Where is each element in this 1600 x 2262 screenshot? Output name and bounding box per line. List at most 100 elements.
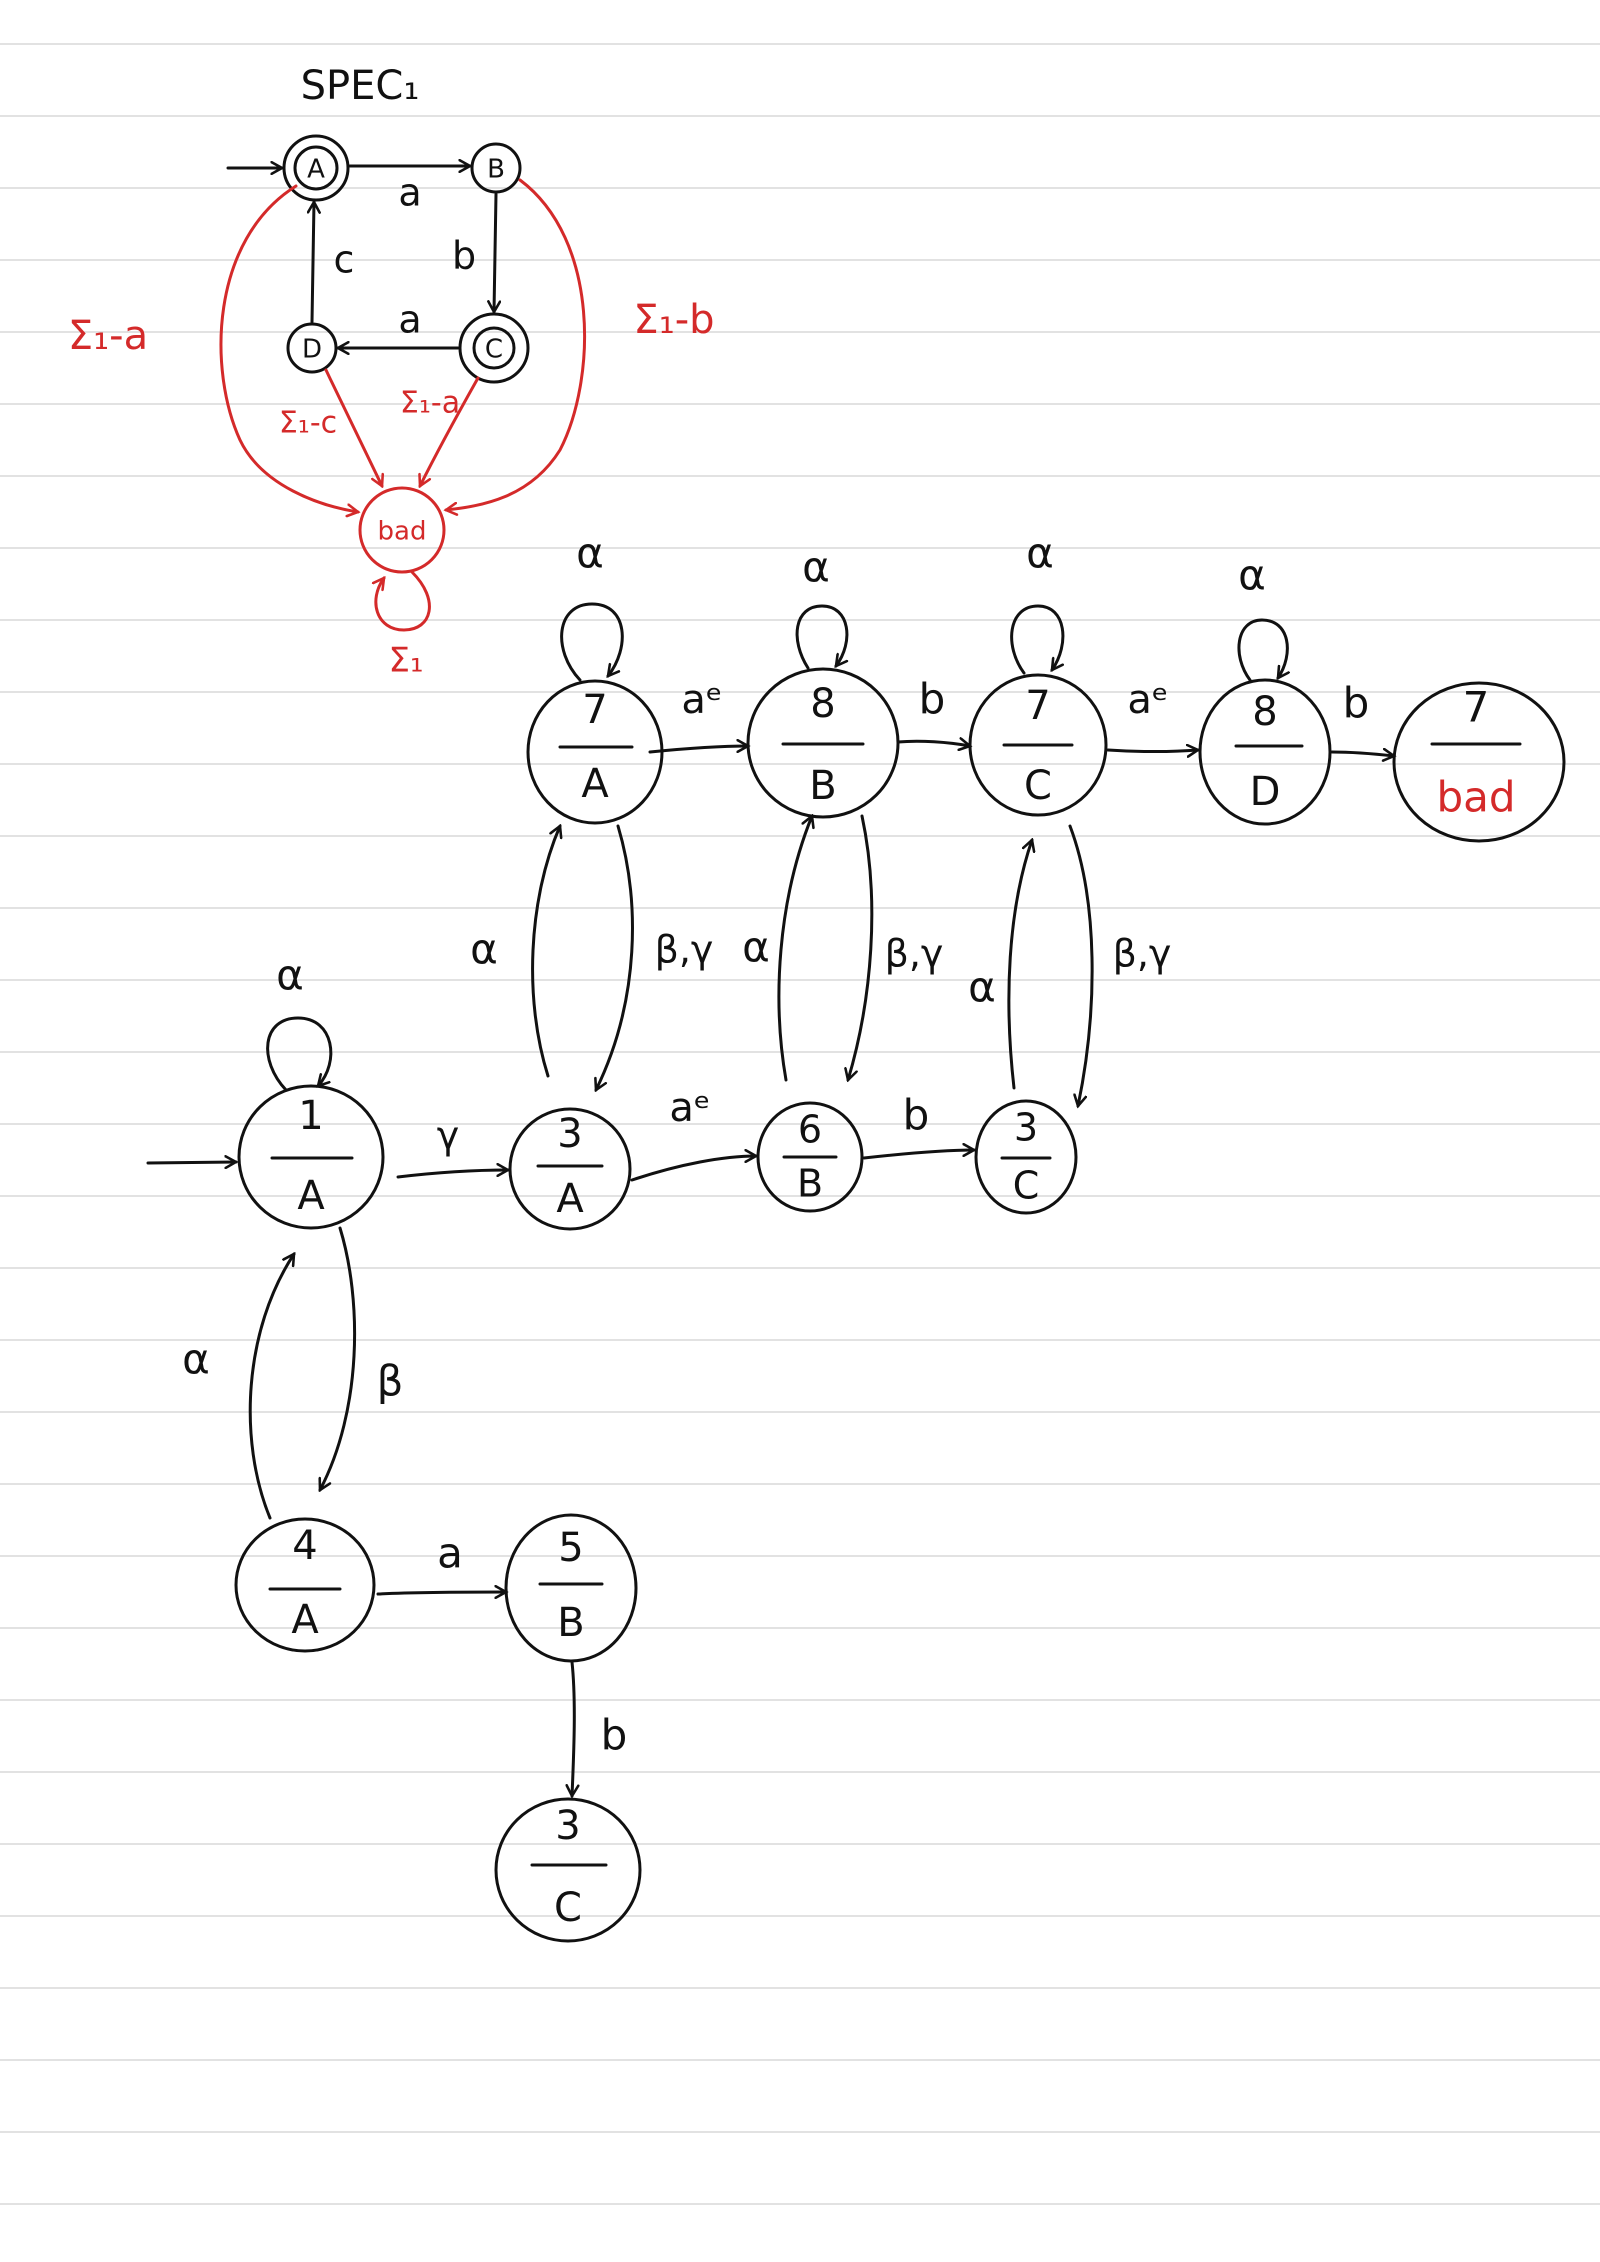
product-edge-1A-self [266,1016,333,1092]
product-edge-8D-7bad-label: b [1343,679,1370,728]
product-edge-4A-1A [248,1254,296,1520]
product-node-8-D: 8 D [1198,678,1332,826]
product-edge-6B-8B-label: α [742,923,770,972]
product-edge-3A-7A-label: α [470,925,498,974]
product-edge-5B-3C [572,1660,574,1796]
product-node-3-C-mid-top: 3 [1014,1106,1038,1150]
product-node-6-B-bottom: B [797,1162,823,1206]
product-edge-7C-3C [1068,824,1094,1106]
product-node-8-D-top: 8 [1252,689,1277,735]
product-node-8-B-top: 8 [810,681,835,727]
spec-state-bad-label: bad [378,517,427,547]
spec-edge-C-D-label: a [398,298,421,342]
product-node-7-C: 7 C [968,673,1108,817]
product-node-7-C-top: 7 [1025,683,1050,729]
product-node-7-A-bottom: A [581,761,609,807]
product-node-8-B-bottom: B [809,763,836,809]
product-edge-8B-7C [896,741,970,746]
spec-state-D-label: D [302,335,322,365]
product-node-4-A-bottom: A [291,1597,319,1643]
product-edge-6B-8B [777,816,812,1082]
product-edge-7C-8D [1106,750,1198,752]
product-edge-3A-7A [531,826,560,1078]
product-node-7-bad: 7 bad [1392,681,1566,843]
product-edge-4A-5B [376,1592,506,1594]
product-node-1-A-top: 1 [298,1093,323,1139]
spec-state-A: A [282,134,350,202]
product-automaton: 1 A 3 A 6 B 3 C 7 A [146,529,1566,1943]
spec-edge-D-A [312,202,314,324]
spec-edge-B-C [494,192,496,312]
spec-title: SPEC₁ [301,63,420,109]
spec-state-bad: bad [358,486,446,574]
product-edge-7C-self-label: α [1026,529,1054,578]
product-edge-7A-self-label: α [576,529,604,578]
product-edge-3C-7C [1007,840,1032,1090]
product-node-3-A-top: 3 [557,1111,582,1157]
product-edge-8D-self-label: α [1238,551,1266,600]
product-edge-7A-self [560,602,624,682]
product-node-7-bad-bottom: bad [1436,773,1515,822]
product-node-7-bad-top: 7 [1463,683,1490,732]
product-node-3-C-low-bottom: C [554,1885,582,1931]
product-node-3-C-mid: 3 C [974,1099,1078,1215]
product-node-3-A: 3 A [508,1107,632,1231]
product-edge-1A-3A-label: γ [437,1114,460,1158]
product-node-3-A-bottom: A [556,1176,584,1222]
product-node-3-C-mid-bottom: C [1013,1164,1040,1208]
spec-edge-D-bad [324,368,382,486]
spec-state-A-label: A [307,155,325,185]
product-edge-7A-8B-label: aᵉ [681,677,722,723]
product-initial-arrow [146,1162,236,1163]
product-edge-4A-1A-label: α [182,1335,210,1384]
product-node-6-B-top: 6 [798,1108,822,1152]
product-edge-7A-8B [648,746,748,754]
product-node-8-D-bottom: D [1250,769,1281,815]
product-node-1-A-bottom: A [297,1173,325,1219]
product-edge-5B-3C-label: b [601,1711,628,1760]
spec-edge-bad-self-label: Σ₁ [388,641,423,681]
product-edge-1A-4A [320,1226,357,1490]
spec-edge-A-bad-label: Σ₁-a [68,313,148,359]
spec-state-B: B [470,142,522,194]
product-edge-8B-7C-label: b [919,675,946,724]
product-edge-3A-6B [630,1156,756,1182]
spec-edge-D-bad-label: Σ₁-c [279,406,337,441]
product-node-3-C-low-top: 3 [555,1803,580,1849]
product-node-3-C-low: 3 C [494,1797,642,1943]
product-edge-6B-3C-label: b [903,1091,930,1140]
product-node-6-B: 6 B [756,1101,864,1213]
product-edge-4A-5B-label: a [437,1529,463,1578]
spec-edge-A-B-label: a [398,171,421,215]
product-node-7-A-top: 7 [582,687,607,733]
spec-automaton: SPEC₁ A B C D bad a b a [68,63,715,681]
product-edge-1A-self-label: α [276,951,304,1000]
product-edge-8B-self-label: α [802,543,830,592]
spec-edge-bad-self [376,570,431,632]
spec-edge-B-C-label: b [452,234,476,278]
product-edge-6B-3C [862,1150,974,1160]
product-edge-8D-self [1237,618,1287,682]
product-node-4-A: 4 A [234,1517,376,1653]
product-node-7-C-bottom: C [1024,763,1052,809]
product-edge-7C-self [1010,604,1065,675]
spec-edge-C-bad [420,376,480,486]
product-edge-8B-6B-label: β,γ [885,932,944,976]
spec-edge-A-bad [219,184,358,512]
spec-edge-D-A-label: c [334,238,355,282]
product-node-5-B-top: 5 [558,1525,583,1571]
spec-state-C: C [458,312,530,384]
product-edge-7A-3A [596,824,634,1090]
spec-state-C-label: C [485,335,503,365]
product-edge-8B-self [795,604,849,670]
product-edge-1A-4A-label: β [377,1357,404,1406]
product-edge-3C-7C-label: α [968,963,996,1012]
product-node-4-A-top: 4 [292,1523,317,1569]
product-node-1-A: 1 A [237,1084,385,1230]
spec-edge-B-bad [446,178,586,510]
product-edge-3A-6B-label: aᵉ [669,1085,710,1131]
product-node-8-B: 8 B [746,667,900,819]
spec-state-D: D [286,322,338,374]
product-edge-7C-3C-label: β,γ [1113,932,1172,976]
